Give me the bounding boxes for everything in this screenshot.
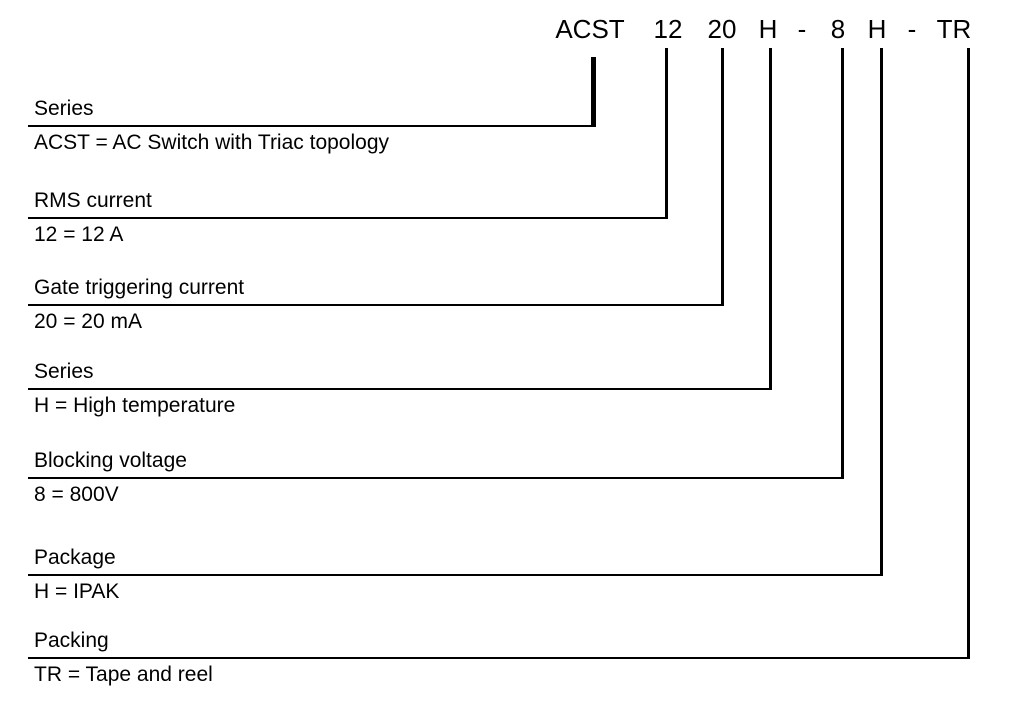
part-token-series-suffix: H (758, 14, 778, 44)
part-token-separator-2: - (907, 14, 917, 44)
connector-line-horizontal (28, 477, 844, 479)
connector-line-horizontal (28, 574, 883, 576)
field-label: Series (34, 97, 94, 120)
connector-line-vertical (841, 48, 844, 479)
connector-line-horizontal (28, 388, 772, 390)
field-value: 8 = 800V (34, 483, 119, 506)
connector-line-horizontal (28, 304, 724, 306)
connector-line-vertical (769, 48, 772, 390)
connector-line-vertical (967, 48, 970, 659)
connector-line-horizontal (28, 125, 596, 127)
connector-line-vertical (591, 57, 596, 127)
part-token-package: H (867, 14, 887, 44)
connector-line-horizontal (28, 657, 970, 659)
field-label: Packing (34, 629, 109, 652)
part-token-blocking-voltage: 8 (830, 14, 846, 44)
connector-line-horizontal (28, 217, 668, 219)
part-token-separator-1: - (797, 14, 807, 44)
field-value: H = High temperature (34, 394, 236, 417)
field-value: ACST = AC Switch with Triac topology (34, 131, 390, 154)
part-token-packing: TR (936, 14, 972, 44)
connector-line-vertical (721, 48, 724, 306)
field-value: TR = Tape and reel (34, 663, 213, 686)
field-label: Gate triggering current (34, 276, 245, 299)
part-token-gate-current: 20 (707, 14, 737, 44)
field-label: Package (34, 546, 116, 569)
field-value: 12 = 12 A (34, 223, 124, 246)
field-label: Blocking voltage (34, 449, 187, 472)
field-label: Series (34, 360, 94, 383)
part-token-rms-current: 12 (653, 14, 683, 44)
connector-line-vertical (880, 48, 883, 576)
part-token-series: ACST (555, 14, 625, 44)
field-label: RMS current (34, 189, 152, 212)
field-value: H = IPAK (34, 580, 120, 603)
field-value: 20 = 20 mA (34, 310, 142, 333)
connector-line-vertical (665, 48, 668, 219)
